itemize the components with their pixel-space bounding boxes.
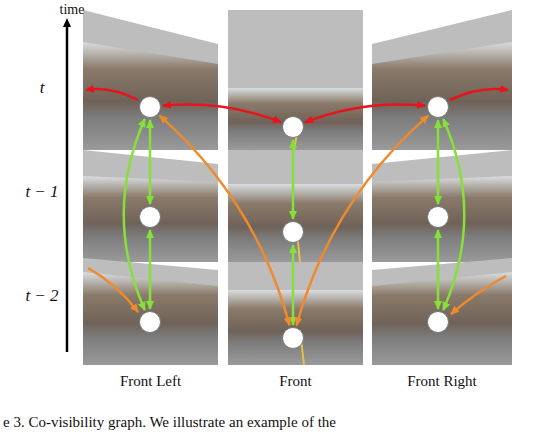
co-visibility-arrow bbox=[163, 104, 281, 122]
frame-node bbox=[427, 311, 449, 333]
co-visibility-arrow bbox=[305, 104, 425, 122]
co-visibility-arrow bbox=[437, 120, 440, 204]
co-visibility-arrow bbox=[149, 120, 152, 204]
column-label: Front Right bbox=[372, 373, 512, 390]
co-visibility-arrow bbox=[292, 245, 295, 325]
co-visibility-arrow bbox=[297, 116, 429, 326]
camera-column: Front Right bbox=[372, 0, 512, 396]
figure-caption: e 3. Co-visibility graph. We illustrate … bbox=[3, 414, 336, 431]
frame-node bbox=[427, 206, 449, 228]
camera-column: Front Left bbox=[83, 0, 218, 396]
time-step: t bbox=[40, 78, 45, 98]
time-step: t − 2 bbox=[25, 286, 58, 306]
co-visibility-arrow bbox=[437, 230, 440, 309]
frame-node bbox=[139, 311, 161, 333]
column-label: Front Left bbox=[83, 373, 218, 390]
frame-node bbox=[282, 327, 304, 349]
co-visibility-arrow bbox=[292, 140, 295, 219]
column-label: Front bbox=[228, 373, 363, 390]
frame-node bbox=[282, 116, 304, 138]
camera-column: Front bbox=[228, 0, 363, 396]
axis-label: time bbox=[60, 2, 85, 18]
frame-node bbox=[427, 96, 449, 118]
frame-node bbox=[282, 221, 304, 243]
co-visibility-arrow bbox=[160, 116, 290, 326]
co-visibility-arrow bbox=[149, 230, 152, 309]
frame-node bbox=[139, 206, 161, 228]
time-step: t − 1 bbox=[25, 182, 58, 202]
frame-node bbox=[139, 96, 161, 118]
